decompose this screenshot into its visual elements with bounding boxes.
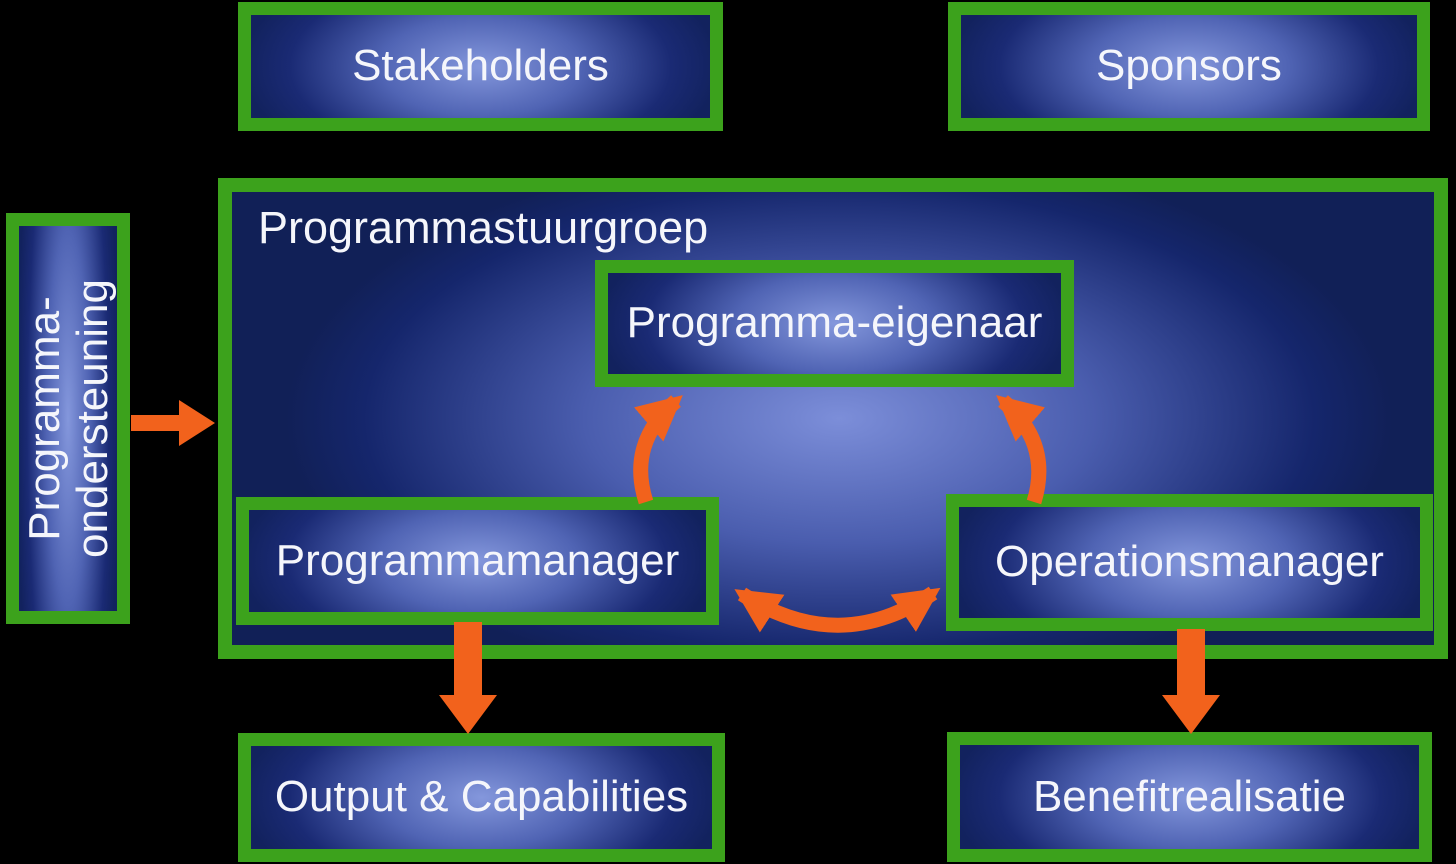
programma-ondersteuning-label: Programma- ondersteuning [19,279,117,558]
node-stakeholders: Stakeholders [238,2,723,131]
sponsors-label: Sponsors [1096,41,1282,91]
operationsmanager-label: Operationsmanager [995,537,1384,587]
stakeholders-label: Stakeholders [352,41,609,91]
programmamanager-label: Programmamanager [275,535,680,585]
node-programmamanager: Programmamanager [236,497,719,625]
node-sponsors: Sponsors [948,2,1430,131]
programma-eigenaar-label: Programma-eigenaar [626,298,1043,348]
benefitrealisatie-label: Benefitrealisatie [1032,771,1347,821]
node-operationsmanager: Operationsmanager [946,494,1433,631]
arrow-support-to-stuurgroep-icon [131,400,215,446]
programmastuurgroep-title: Programmastuurgroep [258,202,709,253]
node-output-capabilities: Output & Capabilities [238,733,725,862]
node-programma-eigenaar: Programma-eigenaar [595,260,1074,387]
programma-ondersteuning-line1: Programma- [19,296,69,541]
programma-ondersteuning-line2: ondersteuning [67,279,117,558]
output-capabilities-label: Output & Capabilities [274,772,689,822]
node-benefitrealisatie: Benefitrealisatie [947,732,1432,862]
node-programma-ondersteuning: Programma- ondersteuning [6,213,130,624]
